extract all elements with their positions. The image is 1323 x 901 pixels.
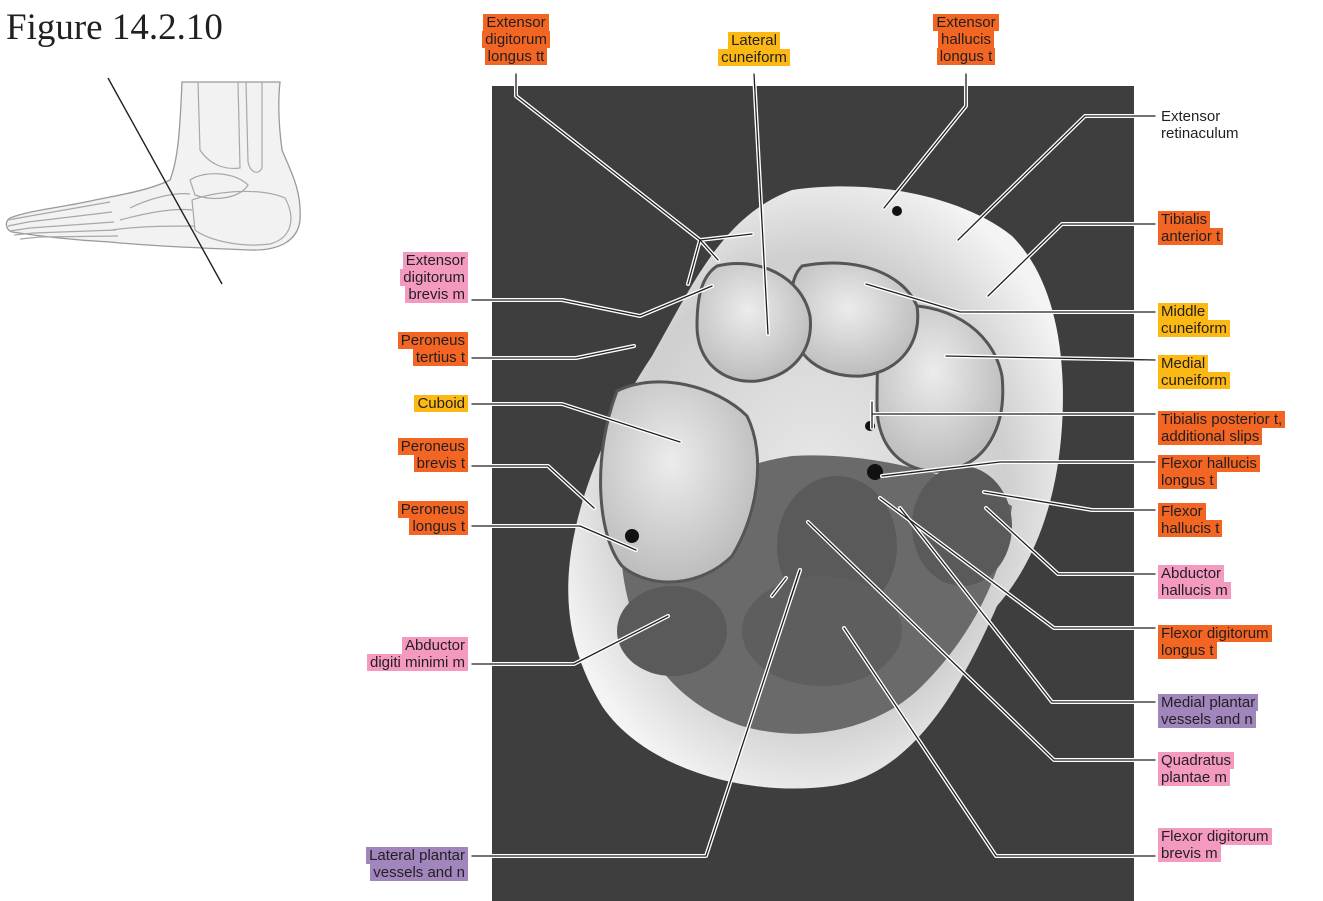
fhl-tendon-dot [867,464,883,480]
adm-shape [617,586,727,676]
ehl-tendon-dot [892,206,902,216]
cuboid-shape [601,382,758,582]
label-tibialis-posterior-tendon: Tibialis posterior t,additional slips [1158,411,1285,445]
tp-tendon-dot [865,421,875,431]
leg-outline [6,82,300,250]
fdb-shape [742,576,902,686]
figure-title: Figure 14.2.10 [6,6,223,49]
label-cuboid: Cuboid [318,395,468,412]
mri-axial-section [492,86,1134,901]
abductor-hallucis-shape [912,466,1012,586]
pl-tendon-dot [625,529,639,543]
foot-orientation-sketch [0,70,320,300]
